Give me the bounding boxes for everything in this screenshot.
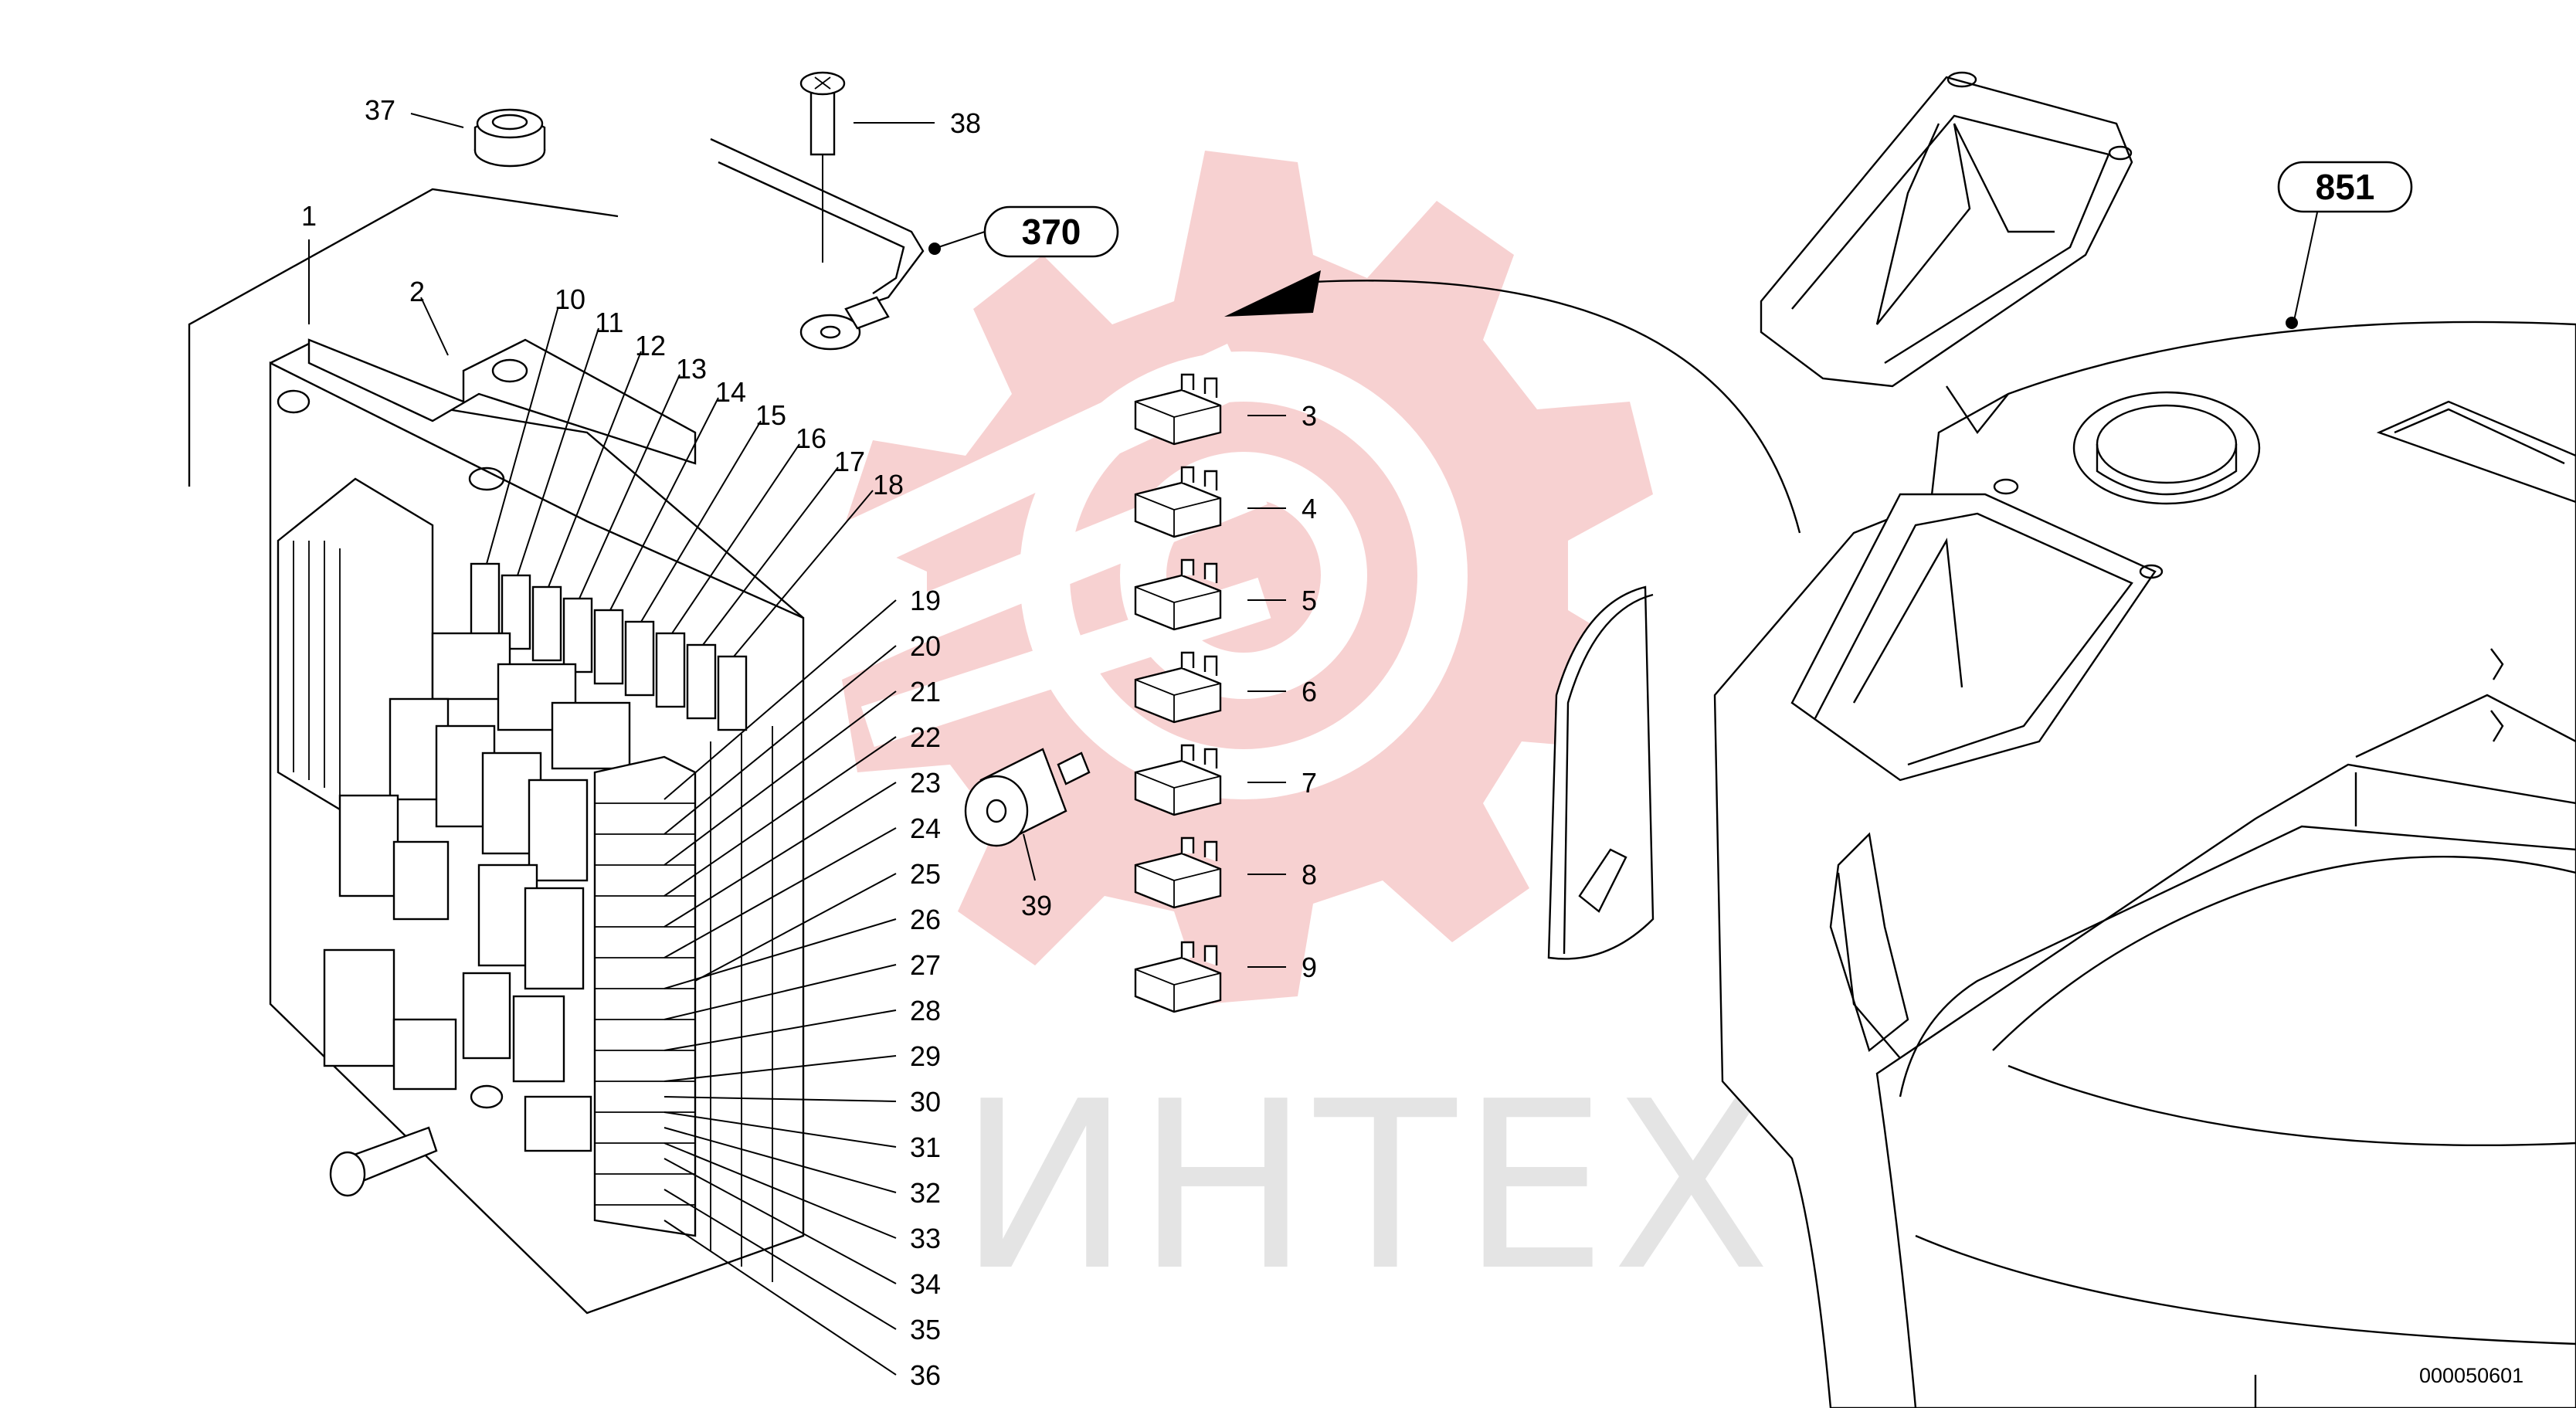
callout-32: 32 — [910, 1177, 941, 1209]
reference-851-label: 851 — [2316, 167, 2375, 207]
fuse-4 — [1134, 466, 1222, 538]
callout-38: 38 — [950, 107, 981, 139]
spare-fuses — [1134, 373, 1222, 1013]
callout-9: 9 — [1302, 952, 1317, 983]
callout-35: 35 — [910, 1314, 941, 1345]
callout-4: 4 — [1302, 493, 1317, 524]
callout-24: 24 — [910, 813, 941, 844]
callout-21: 21 — [910, 676, 941, 707]
fuse-3 — [1134, 373, 1222, 446]
callout-3: 3 — [1302, 400, 1317, 432]
callout-17: 17 — [834, 446, 865, 477]
callout-16: 16 — [796, 422, 826, 454]
callout-15: 15 — [755, 399, 786, 431]
callout-6: 6 — [1302, 676, 1317, 707]
fuse-6 — [1134, 651, 1222, 724]
callout-12: 12 — [635, 330, 666, 361]
fuse-strip — [593, 726, 773, 1282]
callout-8: 8 — [1302, 859, 1317, 891]
standoff — [964, 748, 1091, 847]
drawing-code: 000050601 — [2419, 1364, 2523, 1387]
callout-2: 2 — [409, 276, 425, 307]
callout-25: 25 — [910, 858, 941, 890]
callout-28: 28 — [910, 995, 941, 1026]
callout-27: 27 — [910, 949, 941, 981]
reference-370-label: 370 — [1022, 212, 1081, 252]
callout-26: 26 — [910, 904, 941, 935]
reference-370[interactable]: 370 — [983, 205, 1119, 258]
callout-11: 11 — [595, 307, 623, 338]
relay-board — [188, 188, 805, 1315]
callout-33: 33 — [910, 1223, 941, 1254]
callout-5: 5 — [1302, 585, 1317, 616]
callout-30: 30 — [910, 1086, 941, 1118]
fuse-7 — [1134, 744, 1222, 816]
callout-13: 13 — [676, 353, 707, 385]
fuse-9 — [1134, 941, 1222, 1013]
callout-22: 22 — [910, 721, 941, 753]
callout-18: 18 — [873, 469, 904, 500]
callout-7: 7 — [1302, 767, 1317, 799]
callout-14: 14 — [715, 376, 746, 408]
leader-lines — [308, 113, 2318, 1376]
callout-20: 20 — [910, 630, 941, 662]
multi-pin-connectors — [323, 632, 631, 1152]
housing — [1713, 71, 2576, 1408]
callout-23: 23 — [910, 767, 941, 799]
callout-36: 36 — [910, 1359, 941, 1391]
ground-cable — [710, 71, 925, 351]
watermark-text: ИНТЕХ — [958, 1052, 1775, 1321]
callout-34: 34 — [910, 1268, 941, 1300]
grommet — [473, 108, 546, 168]
reference-851[interactable]: 851 — [2277, 161, 2413, 213]
callout-10: 10 — [555, 283, 585, 315]
rotation-arrow-icon — [1224, 270, 1801, 534]
access-cover — [1547, 585, 1655, 960]
callout-1: 1 — [301, 200, 317, 232]
callout-29: 29 — [910, 1040, 941, 1072]
watermark — [835, 151, 1653, 1004]
callout-37: 37 — [365, 94, 395, 126]
callout-31: 31 — [910, 1131, 941, 1163]
callout-19: 19 — [910, 585, 941, 616]
fuse-5 — [1134, 558, 1222, 631]
fuse-8 — [1134, 836, 1222, 909]
callout-labels: 37 38 1 2 10 11 12 13 14 15 16 17 18 19 … — [301, 94, 1317, 1391]
connector-row-top — [470, 562, 748, 731]
callout-39: 39 — [1021, 890, 1052, 921]
mounting-screw — [329, 1084, 504, 1197]
